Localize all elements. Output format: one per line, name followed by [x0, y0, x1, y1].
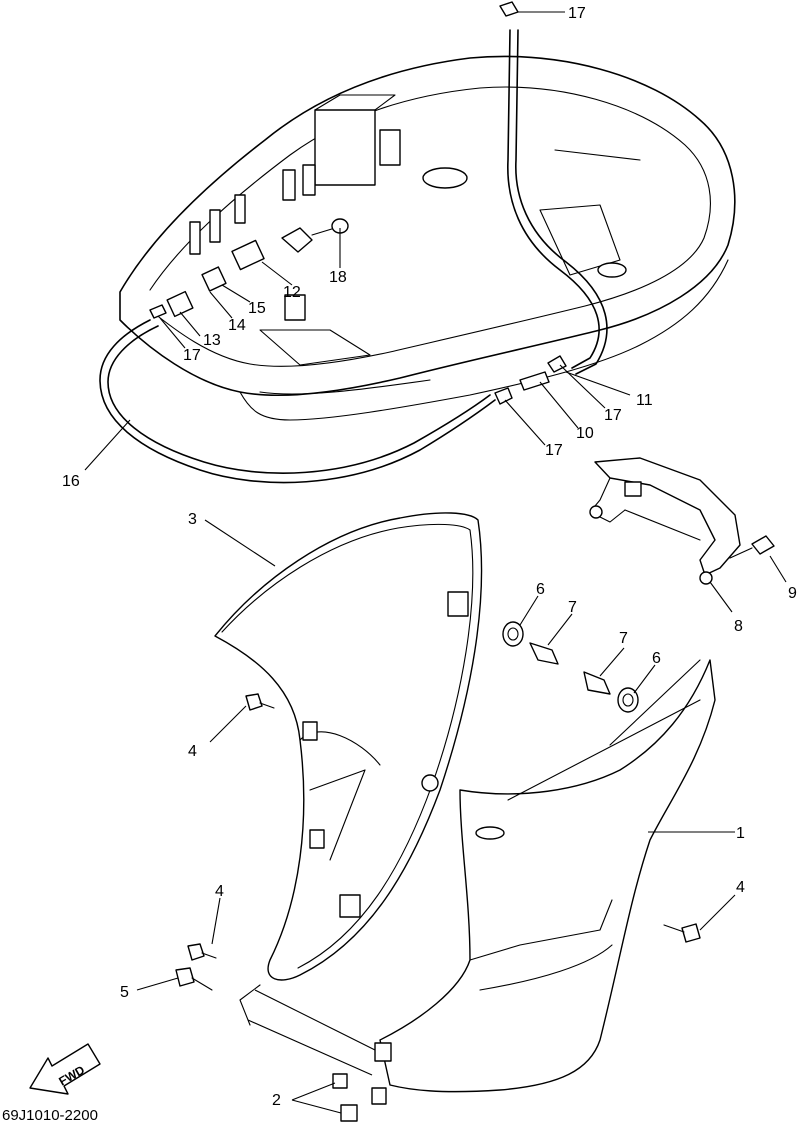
leader-lines [84, 11, 787, 1114]
collar-7-left [529, 642, 559, 665]
fittings-12-15 [149, 218, 349, 319]
diagram-code: 69J1010-2200 [2, 1107, 98, 1124]
bolt-4-lower-left [187, 943, 217, 961]
callout-11: 11 [636, 392, 653, 409]
hose-16 [99, 319, 496, 484]
callout-17-left: 17 [183, 347, 201, 364]
bolt-4-upper-left [245, 693, 275, 711]
grommet-6-right [617, 687, 639, 713]
callout-9: 9 [788, 585, 797, 602]
fittings-10-17 [494, 1, 567, 405]
callout-2: 2 [272, 1092, 281, 1109]
callout-4-lower-left: 4 [215, 883, 224, 900]
callout-1: 1 [736, 825, 745, 842]
callout-12: 12 [283, 284, 301, 301]
bolt-5 [175, 967, 213, 991]
callout-17-mid: 17 [604, 407, 622, 424]
callout-4-right: 4 [736, 879, 745, 896]
callout-3: 3 [188, 511, 197, 528]
callout-17-top: 17 [568, 5, 586, 22]
callout-14: 14 [228, 317, 246, 334]
callout-7-right: 7 [619, 630, 628, 647]
callout-8: 8 [734, 618, 743, 635]
callout-5: 5 [120, 984, 129, 1001]
callout-16: 16 [62, 473, 80, 490]
side-cover-3 [214, 512, 483, 1026]
upper-cowling [119, 55, 736, 421]
callout-labels: 17 18 12 15 14 13 17 11 17 10 17 16 3 9 … [62, 5, 797, 1109]
bolt-9 [729, 535, 775, 559]
callout-4-upper-left: 4 [188, 743, 197, 760]
hose-11 [507, 29, 608, 375]
callout-13: 13 [203, 332, 221, 349]
clip-2-upper [332, 1073, 348, 1089]
callout-17-low: 17 [545, 442, 563, 459]
callout-15: 15 [248, 300, 266, 317]
callout-6-right: 6 [652, 650, 661, 667]
bolt-4-right [663, 923, 701, 943]
clip-2-lower [340, 1104, 358, 1122]
bracket-8 [589, 457, 741, 585]
side-cover-1 [371, 659, 716, 1105]
callout-10: 10 [576, 425, 594, 442]
callout-18: 18 [329, 269, 347, 286]
collar-7-right [583, 671, 611, 695]
fwd-arrow-icon: FWD [29, 1043, 101, 1095]
grommet-6-left [502, 621, 524, 647]
callout-7-left: 7 [568, 599, 577, 616]
callout-6-left: 6 [536, 581, 545, 598]
